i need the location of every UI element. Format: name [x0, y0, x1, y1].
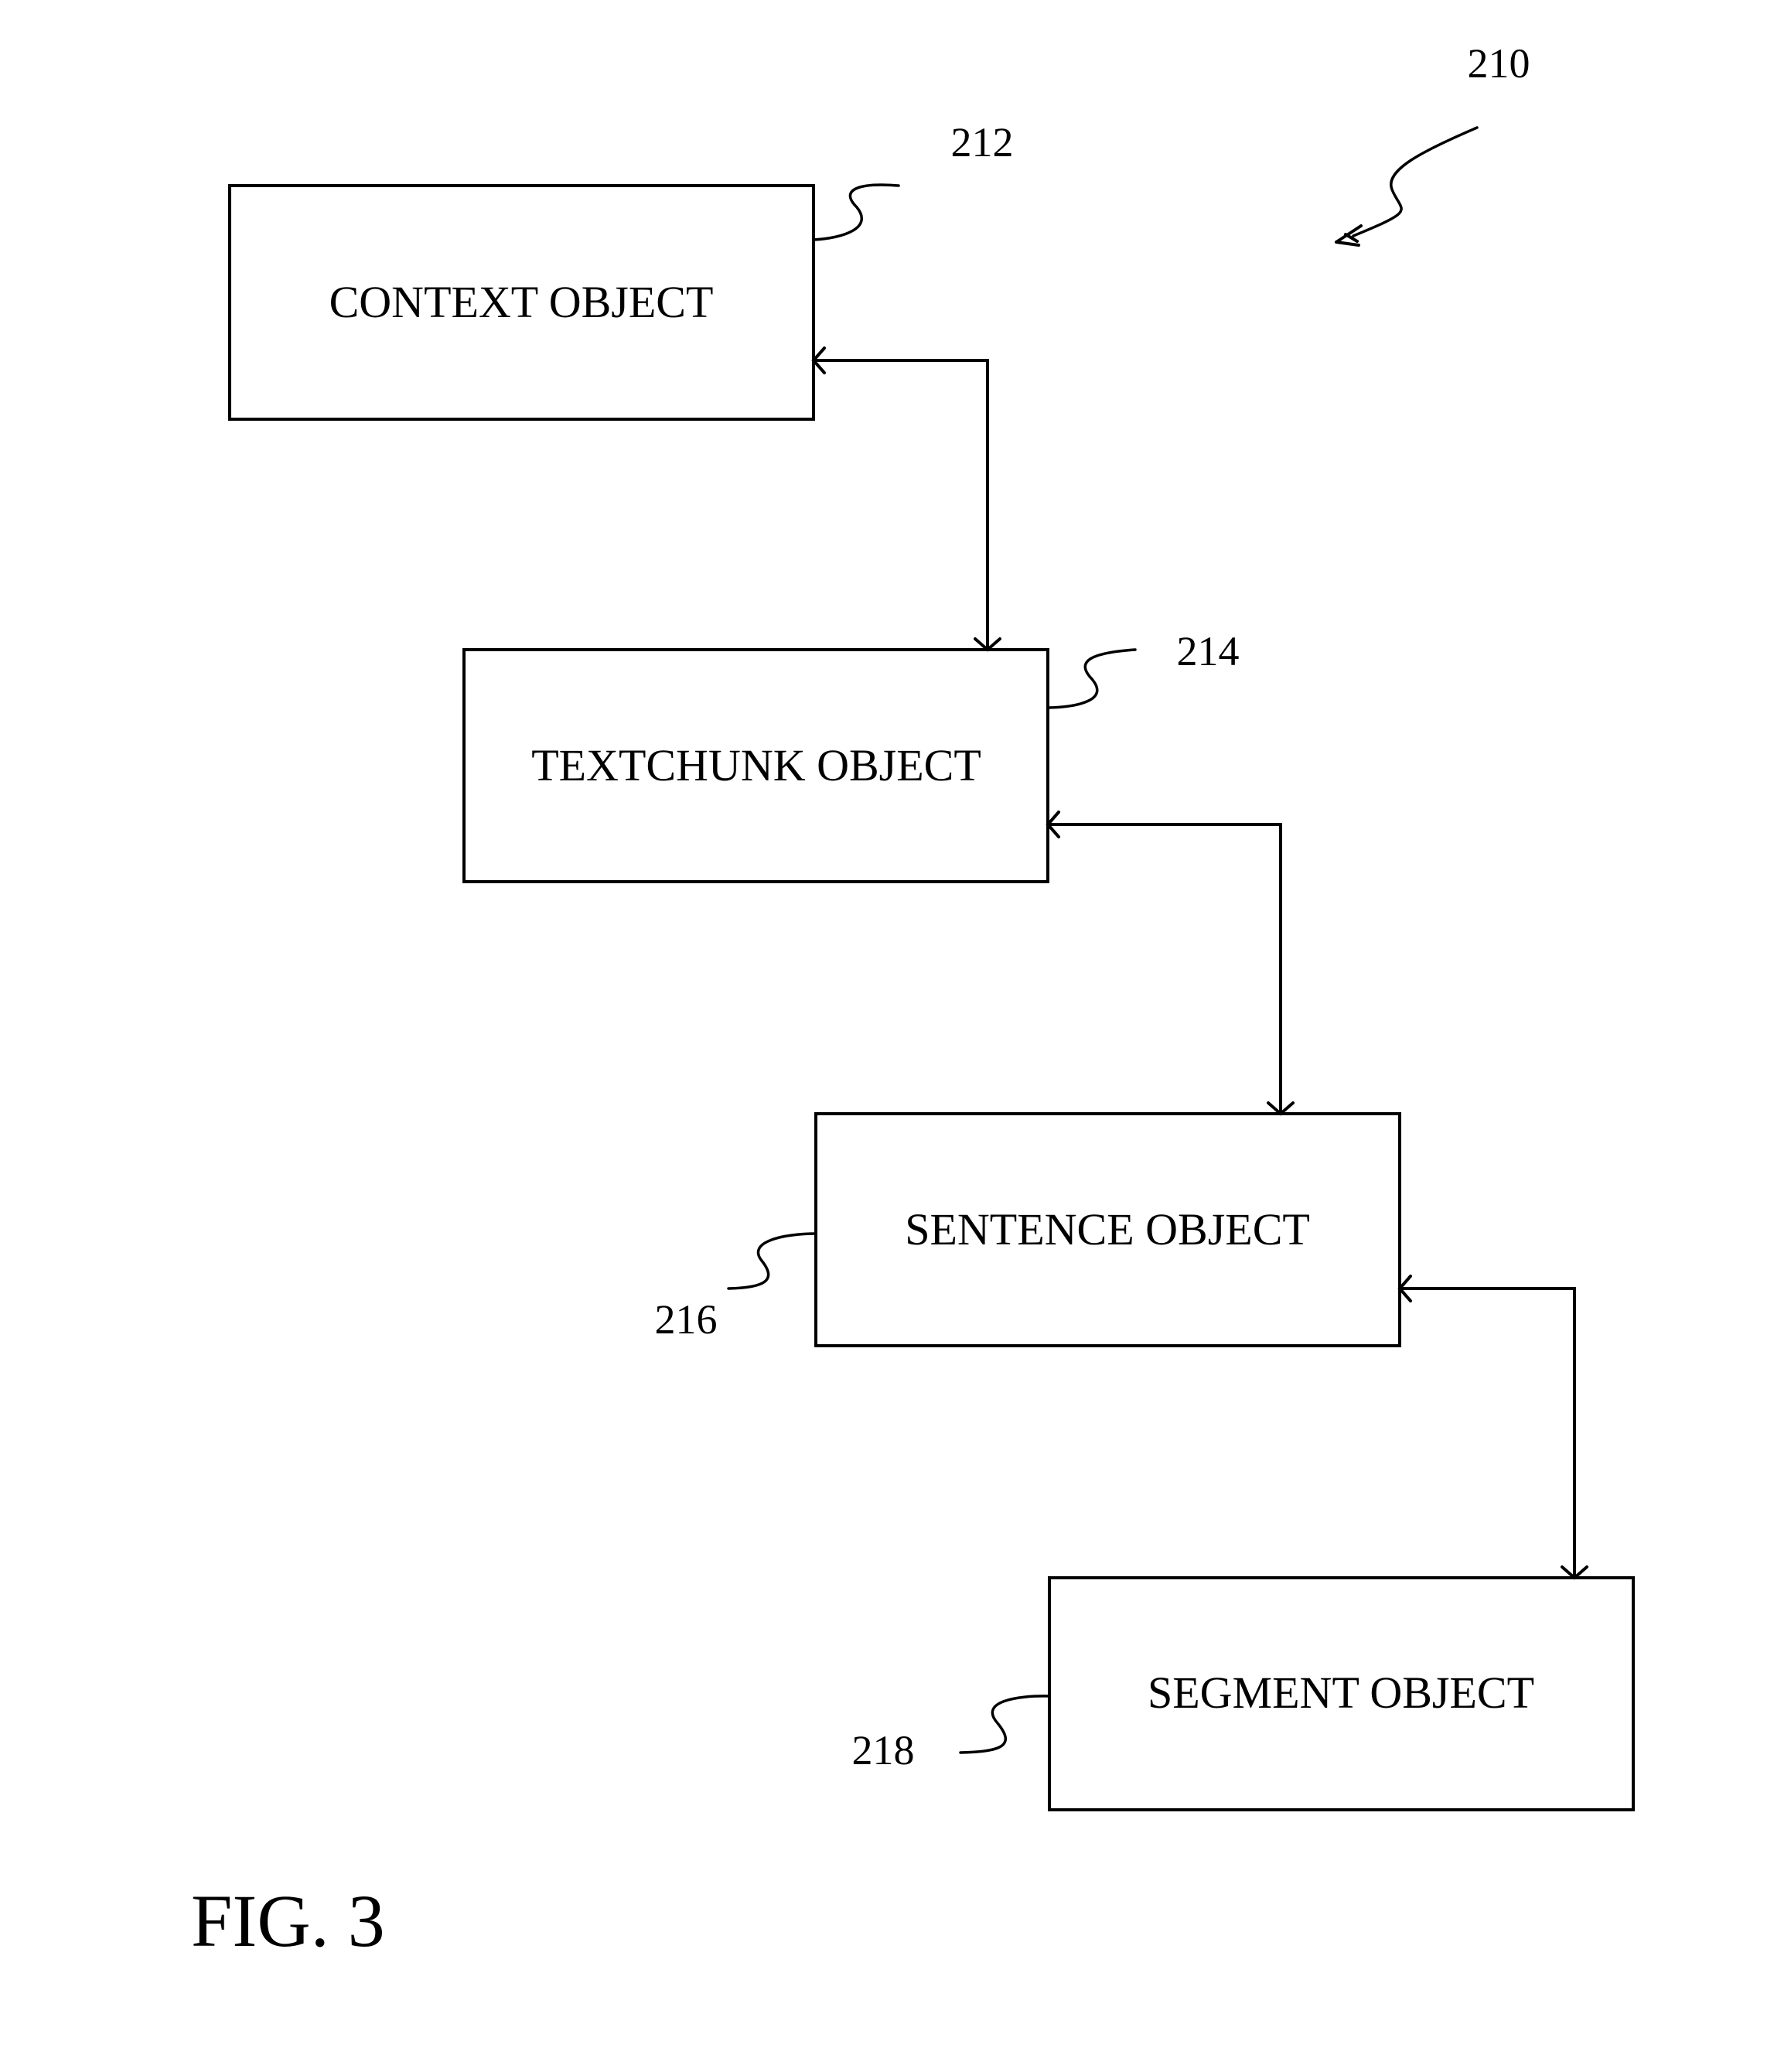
figure-reference-leader — [1353, 128, 1477, 236]
segment-object-label: SEGMENT OBJECT — [1148, 1667, 1534, 1718]
textchunk-object-box: TEXTCHUNK OBJECT — [464, 650, 1048, 882]
figure-reference-number: 210 — [1468, 40, 1530, 87]
textchunk-object-label: TEXTCHUNK OBJECT — [531, 740, 981, 790]
context-object-leader — [814, 185, 899, 240]
textchunk-object-ref: 214 — [1177, 628, 1240, 674]
figure-caption: FIG. 3 — [191, 1879, 385, 1962]
segment-object-leader — [960, 1696, 1049, 1753]
context-object-label: CONTEXT OBJECT — [329, 277, 714, 327]
connector-context-textchunk — [814, 348, 1000, 650]
segment-object-ref: 218 — [852, 1727, 915, 1773]
sentence-object-ref: 216 — [655, 1296, 718, 1343]
sentence-object-label: SENTENCE OBJECT — [905, 1204, 1310, 1254]
context-object-box: CONTEXT OBJECT — [230, 186, 814, 419]
textchunk-object-leader — [1048, 650, 1135, 708]
connector-textchunk-sentence — [1048, 812, 1293, 1114]
sentence-object-box: SENTENCE OBJECT — [816, 1114, 1400, 1346]
connector-sentence-segment — [1400, 1276, 1587, 1578]
context-object-ref: 212 — [951, 119, 1014, 166]
segment-object-box: SEGMENT OBJECT — [1049, 1578, 1633, 1810]
sentence-object-leader — [728, 1234, 816, 1289]
